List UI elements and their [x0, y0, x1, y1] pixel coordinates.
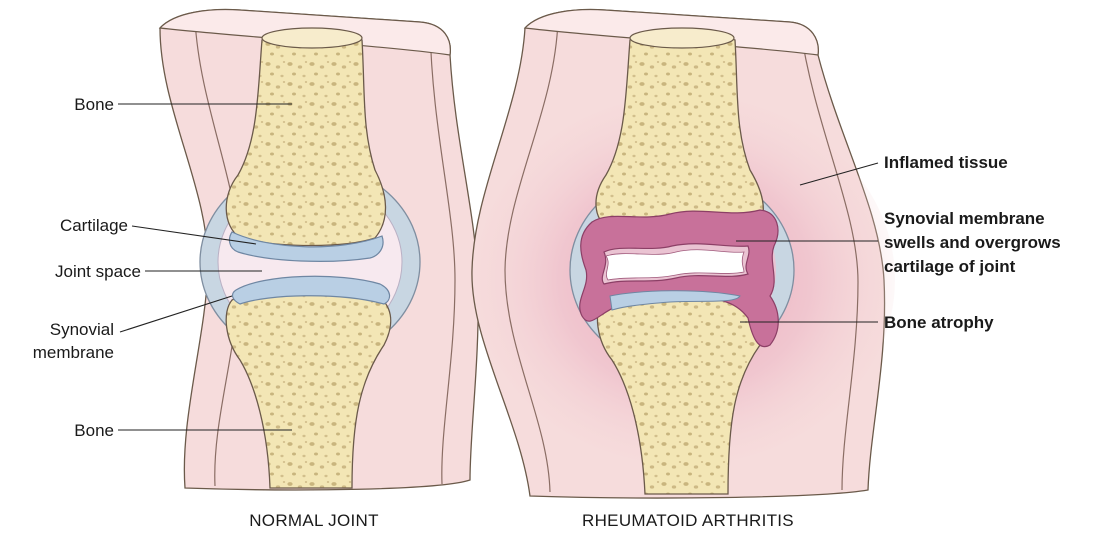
label-synovial-line1: Synovial: [50, 320, 114, 339]
label-bone-bottom: Bone: [74, 421, 114, 440]
label-ra-synovial-line3: cartilage of joint: [884, 257, 1016, 276]
normal-upper-bone-cut: [262, 28, 362, 48]
label-joint-space: Joint space: [55, 262, 141, 281]
label-synovial-line2: membrane: [33, 343, 114, 362]
caption-rheumatoid-arthritis: RHEUMATOID ARTHRITIS: [582, 511, 794, 530]
caption-normal-joint: NORMAL JOINT: [249, 511, 379, 530]
label-ra-synovial-line1: Synovial membrane: [884, 209, 1045, 228]
label-inflamed-tissue: Inflamed tissue: [884, 153, 1008, 172]
normal-joint-illustration: [160, 10, 478, 490]
label-cartilage: Cartilage: [60, 216, 128, 235]
label-bone-top: Bone: [74, 95, 114, 114]
ra-joint-illustration: [472, 10, 895, 498]
label-bone-atrophy: Bone atrophy: [884, 313, 994, 332]
ra-labels: Inflamed tissue Synovial membrane swells…: [884, 153, 1061, 332]
ra-upper-bone-cut: [630, 28, 734, 48]
label-ra-synovial-line2: swells and overgrows: [884, 233, 1061, 252]
normal-joint-labels: Bone Cartilage Joint space Synovial memb…: [33, 95, 141, 440]
